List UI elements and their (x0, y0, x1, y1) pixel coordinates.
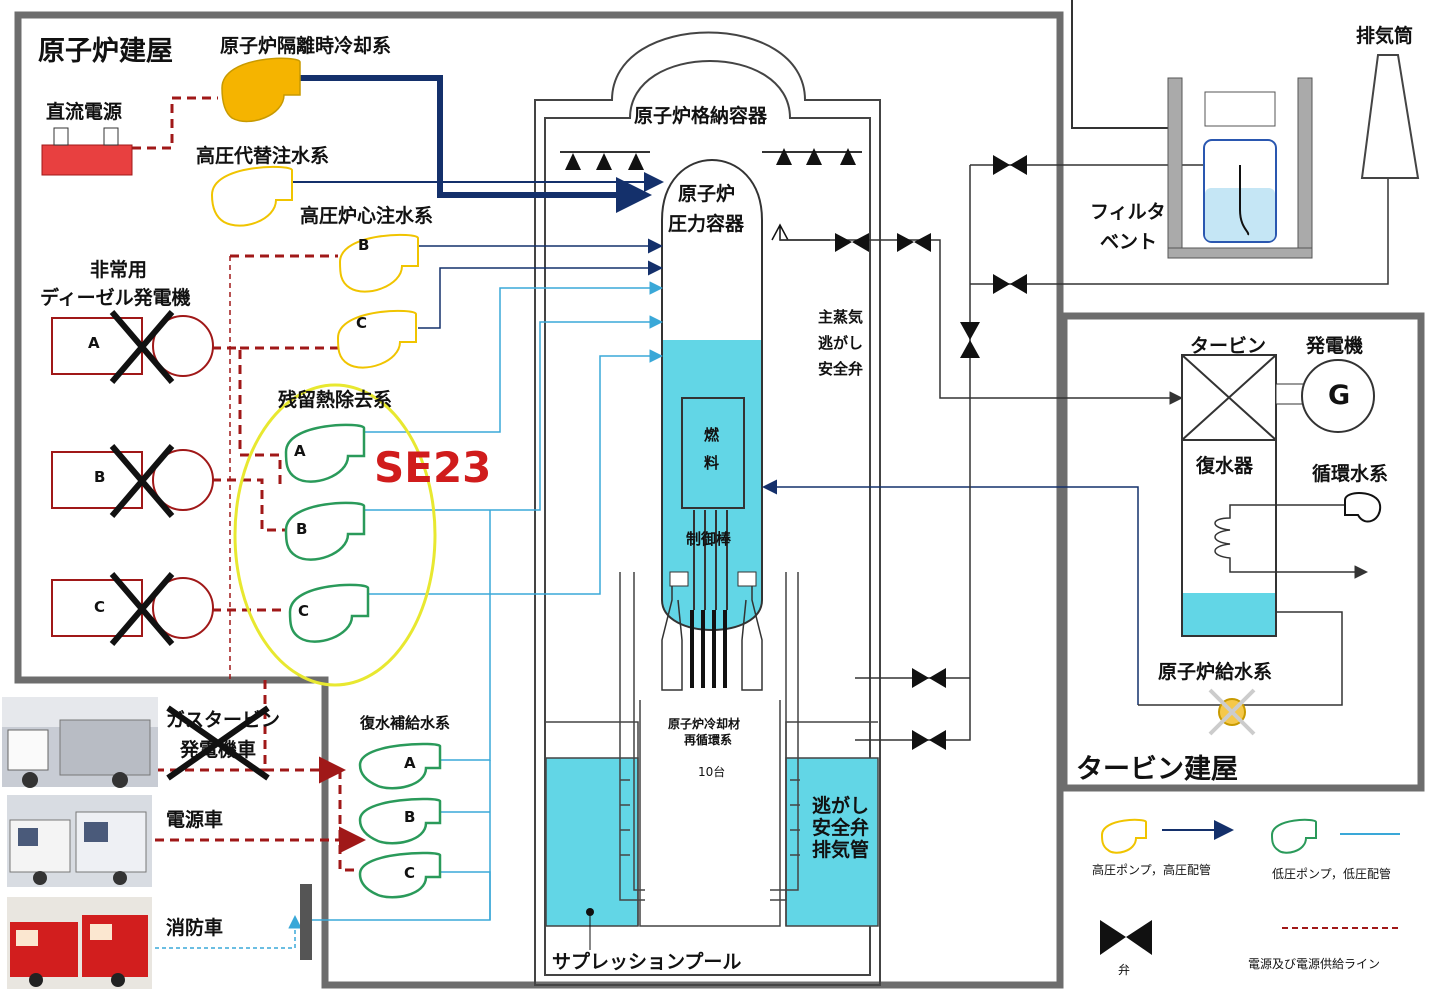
makeup-pump-a-letter: A (404, 754, 416, 772)
gas-turbine-line2: 発電機車 (179, 738, 256, 761)
legend-valve-icon (1100, 920, 1152, 955)
power-truck (7, 795, 152, 887)
rpv-label-line2: 圧力容器 (668, 212, 745, 235)
turbine-building-title: タービン建屋 (1076, 754, 1238, 785)
legend-lp-label: 低圧ポンプ，低圧配管 (1272, 866, 1391, 881)
feedwater-label: 原子炉給水系 (1158, 660, 1272, 683)
edg-a-letter: A (88, 334, 100, 352)
pcv-label: 原子炉格納容器 (634, 104, 768, 127)
generator-symbol: G (1328, 380, 1350, 411)
edg-b-letter: B (94, 468, 105, 486)
rhr-pump-c-letter: C (298, 602, 309, 620)
legend-hp-label: 高圧ポンプ，高圧配管 (1092, 862, 1211, 877)
makeup-pump-b (360, 799, 440, 843)
srv-label: 主蒸気 逃がし 安全弁 (818, 308, 868, 378)
srv-exhaust-line3: 排気管 (812, 838, 869, 861)
valve (912, 668, 946, 688)
recirc-count: 10台 (698, 764, 725, 779)
circ-water-pump (1345, 493, 1380, 522)
rhr-label: 残留熱除去系 (278, 388, 392, 411)
edg-c (52, 574, 213, 644)
rhr-pump-b-letter: B (296, 520, 307, 538)
hpcs-pump-c-letter: C (356, 314, 367, 332)
makeup-pump-b-letter: B (404, 808, 415, 826)
filter-vent-line1: フィルタ (1090, 201, 1166, 223)
fire-truck (7, 897, 152, 989)
edg-label-line1: 非常用 (90, 258, 147, 281)
recirc-label: 原子炉冷却材 再循環系 (668, 716, 744, 747)
hpac-label: 高圧代替注水系 (196, 144, 329, 167)
rhr-pump-a-letter: A (294, 442, 306, 460)
recirc-label-line2: 再循環系 (684, 732, 732, 747)
hpcs-pump-c (338, 311, 416, 368)
fuel-core (682, 398, 744, 508)
edg-a (52, 312, 213, 382)
valve (960, 322, 980, 358)
srv-exhaust-line1: 逃がし (812, 794, 869, 817)
dc-power-label: 直流電源 (46, 100, 122, 123)
gas-turbine-line1: ガスタービン (166, 709, 280, 731)
valve (993, 274, 1027, 294)
dc-power-battery (42, 128, 132, 175)
srv-label-line3: 安全弁 (818, 360, 863, 378)
valve (897, 233, 931, 252)
feedwater-pump-disabled (1210, 690, 1254, 734)
hpcs-label: 高圧炉心注水系 (300, 204, 433, 227)
rpv-label-line1: 原子炉 (678, 182, 735, 205)
makeup-pump-c (360, 853, 440, 897)
legend (1100, 820, 1402, 955)
hpac-pump (212, 167, 292, 226)
makeup-pump-c-letter: C (404, 864, 415, 882)
ric-pump (222, 58, 300, 121)
hpcs-pump-b (340, 235, 418, 292)
reactor-building-title: 原子炉建屋 (38, 36, 173, 67)
valve (912, 730, 946, 750)
suppression-pool-label: サプレッションプール (552, 950, 741, 973)
se-code: SE23 (374, 443, 491, 492)
turbine-label: タービン (1190, 335, 1266, 357)
srv-exhaust-label: 逃がし 安全弁 排気管 (812, 794, 876, 861)
filter-vent-enclosure (1072, 0, 1168, 128)
edg-b (52, 446, 213, 516)
generator-label: 発電機 (1305, 334, 1363, 357)
srv-label-line2: 逃がし (818, 334, 863, 352)
condenser-label: 復水器 (1195, 454, 1254, 477)
srv-label-line1: 主蒸気 (818, 308, 863, 326)
edg-c-letter: C (94, 598, 105, 616)
control-rods-label: 制御棒 (686, 530, 732, 548)
makeup-pump-a (360, 744, 440, 788)
ric-label: 原子炉隔離時冷却系 (220, 34, 391, 57)
hpcs-pump-b-letter: B (358, 236, 369, 254)
fuel-label-line2: 料 (704, 454, 719, 472)
legend-valve-label: 弁 (1118, 962, 1130, 977)
exhaust-stack (1362, 55, 1418, 178)
turbine (1182, 355, 1306, 440)
valves (835, 155, 1027, 750)
edg-label-line2: ディーゼル発電機 (40, 286, 191, 309)
filter-vent-line2: ベント (1100, 231, 1157, 253)
fuel-label-line1: 燃 (704, 426, 720, 444)
stack-label: 排気筒 (1356, 24, 1413, 47)
edg-label: 非常用 ディーゼル発電機 (40, 258, 191, 309)
filter-vent-label: フィルタ ベント (1090, 201, 1172, 253)
legend-hp-pump-icon (1102, 820, 1146, 853)
rpv-label: 原子炉 圧力容器 (668, 182, 745, 235)
valve (993, 155, 1027, 175)
circ-water-label: 循環水系 (1312, 462, 1388, 485)
filter-vent (1168, 78, 1312, 258)
legend-power-label: 電源及び電源供給ライン (1248, 957, 1380, 971)
recirc-label-line1: 原子炉冷却材 (668, 716, 740, 731)
srv-exhaust-line2: 安全弁 (812, 816, 869, 839)
valve (835, 233, 869, 252)
fire-truck-label: 消防車 (166, 916, 223, 939)
fire-connection-port (300, 884, 312, 960)
makeup-label: 復水補給水系 (359, 714, 450, 732)
legend-lp-pump-icon (1272, 820, 1316, 853)
power-truck-label: 電源車 (166, 808, 223, 831)
